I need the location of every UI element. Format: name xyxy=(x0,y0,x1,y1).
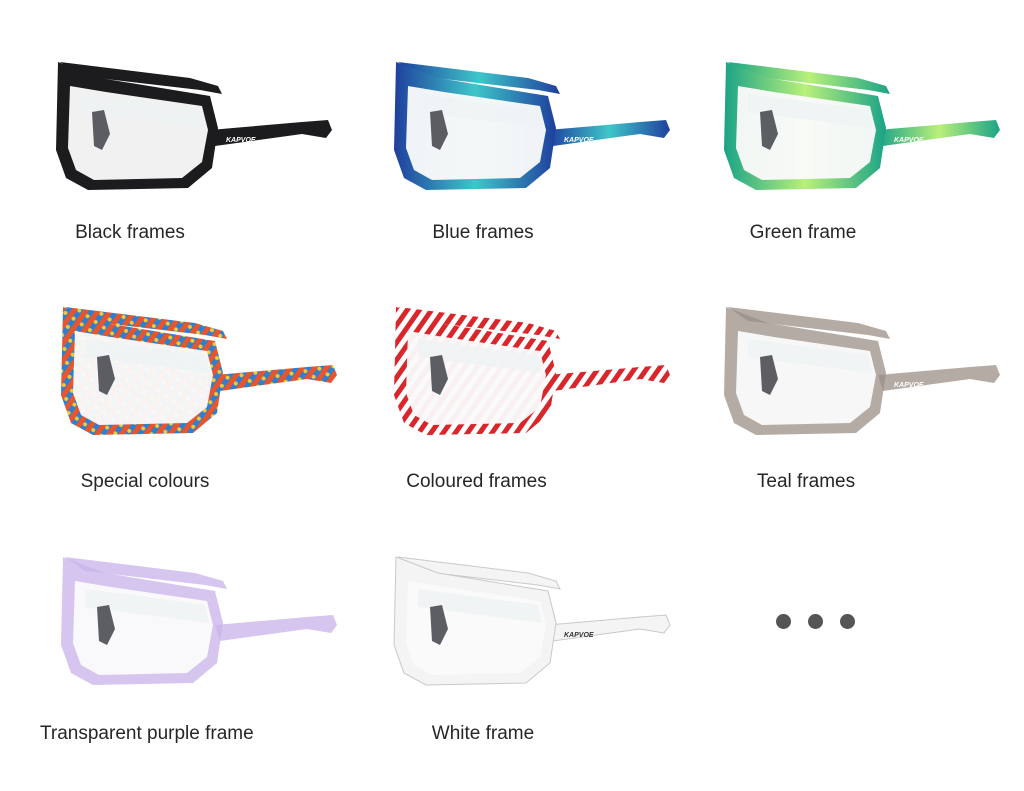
product-card[interactable]: Special colours xyxy=(45,295,345,495)
glasses-image xyxy=(61,307,337,435)
product-card[interactable]: Coloured frames xyxy=(378,295,678,495)
product-card[interactable]: KAPVOE White frame xyxy=(378,545,678,745)
svg-text:KAPVOE: KAPVOE xyxy=(564,632,594,639)
product-label: Special colours xyxy=(80,471,210,492)
glasses-image: KAPVOE xyxy=(393,556,671,686)
glasses-image xyxy=(61,557,337,685)
product-card[interactable]: KAPVOE Blue frames xyxy=(378,50,678,250)
product-card[interactable]: Transparent purple frame xyxy=(40,545,345,745)
product-label: Coloured frames xyxy=(406,471,547,492)
svg-text:KAPVOE: KAPVOE xyxy=(894,137,924,144)
product-label: Transparent purple frame xyxy=(40,723,254,744)
product-card[interactable]: KAPVOE Green frame xyxy=(708,50,1008,250)
product-label: Blue frames xyxy=(432,222,534,243)
product-label: White frame xyxy=(431,723,535,744)
glasses-image: KAPVOE xyxy=(724,62,1000,190)
dot-icon xyxy=(840,614,855,629)
svg-text:KAPVOE: KAPVOE xyxy=(226,137,256,144)
glasses-image: KAPVOE xyxy=(724,307,1000,435)
glasses-image xyxy=(394,307,670,435)
product-label: Green frame xyxy=(749,222,857,243)
glasses-image: KAPVOE xyxy=(394,62,670,190)
dot-icon xyxy=(808,614,823,629)
dot-icon xyxy=(776,614,791,629)
svg-text:KAPVOE: KAPVOE xyxy=(564,137,594,144)
more-dots-icon[interactable] xyxy=(776,614,856,630)
svg-text:KAPVOE: KAPVOE xyxy=(894,382,924,389)
product-label: Teal frames xyxy=(756,471,856,492)
product-card[interactable]: KAPVOE Teal frames xyxy=(708,295,1008,495)
product-card[interactable]: KAPVOE Black frames xyxy=(40,50,340,250)
glasses-image: KAPVOE xyxy=(56,62,332,190)
product-label: Black frames xyxy=(75,222,185,243)
